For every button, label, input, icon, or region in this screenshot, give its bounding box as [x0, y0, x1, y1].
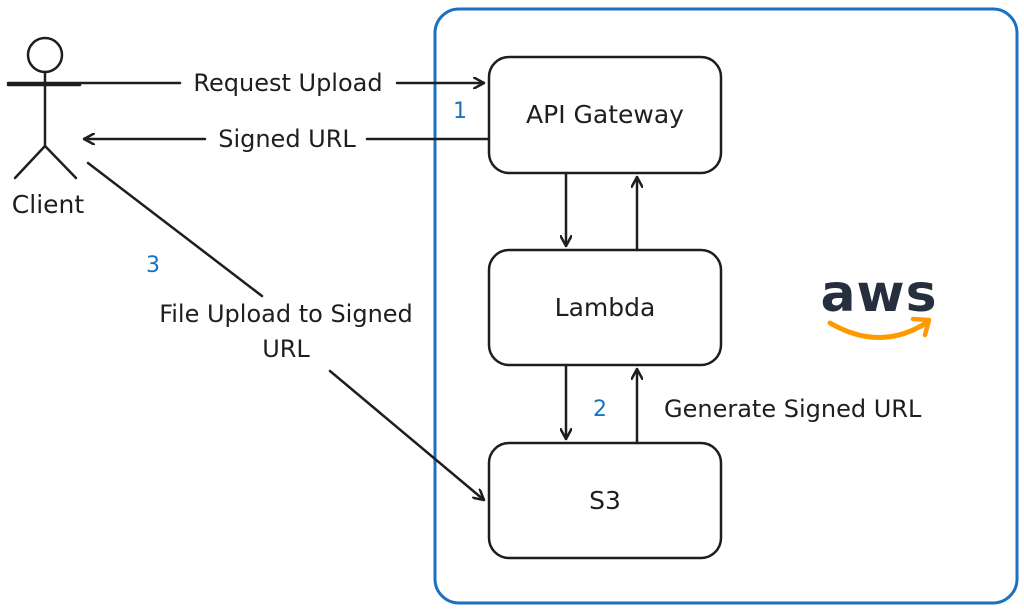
aws-smile-arrowhead-icon	[910, 316, 932, 338]
request-upload-label: Request Upload	[193, 69, 382, 97]
file-upload-label-line1: File Upload to Signed	[159, 300, 413, 328]
api-gateway-box[interactable]	[487, 55, 723, 175]
stick-figure-icon	[6, 36, 82, 180]
step-2-number: 2	[593, 397, 607, 422]
client-label: Client	[12, 190, 85, 219]
api-gateway-label: API Gateway	[526, 100, 684, 129]
aws-logo-text: aws	[820, 264, 937, 324]
lambda-label: Lambda	[555, 293, 656, 322]
s3-label: S3	[589, 486, 621, 515]
lambda-box[interactable]	[487, 248, 723, 367]
aws-logo: aws	[820, 264, 937, 340]
step-3-number: 3	[146, 253, 160, 278]
aws-cloud-boundary	[433, 7, 1019, 605]
generate-signed-url-label: Generate Signed URL	[664, 395, 922, 423]
step-1-number: 1	[453, 99, 467, 124]
file-upload-label-line2: URL	[262, 335, 310, 363]
signed-url-label: Signed URL	[218, 125, 356, 153]
aws-smile-icon	[827, 320, 929, 340]
s3-box[interactable]	[487, 441, 723, 560]
file-upload-arrow	[86, 161, 486, 502]
